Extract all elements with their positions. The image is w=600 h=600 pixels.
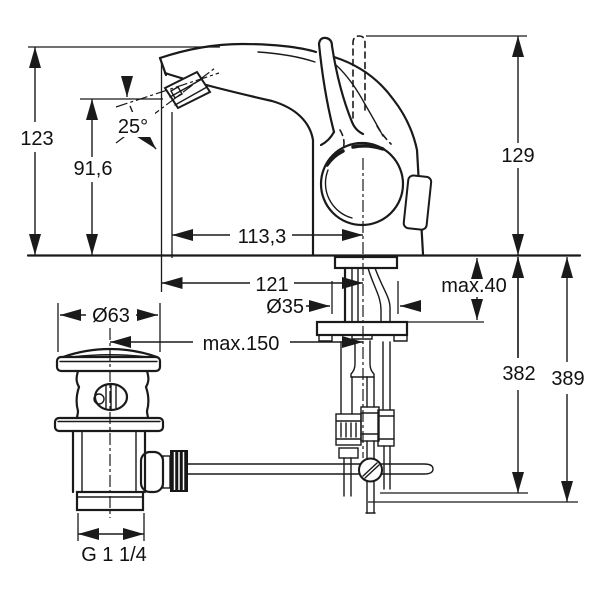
supply-hoses [367,267,382,323]
dim-shank-hole: Ø35 [266,296,304,318]
dimension-annotations: 123 91,6 25° 113,3 129 121 Ø35 [20,35,585,566]
dim-handle-height: 129 [501,145,534,167]
waste-flange [55,355,162,373]
dim-spout-reach: 113,3 [238,226,287,248]
dim-waste-thread: G 1 1/4 [81,544,147,566]
dim-waste-cap: Ø63 [92,305,130,327]
cartridge-circle [319,141,405,227]
dim-rod-drop: 389 [551,368,584,390]
lever-handle [317,36,365,147]
dim-waste-offset: max.150 [203,333,280,355]
dim-outlet-angle: 25° [118,116,148,138]
dim-outlet-height: 91,6 [74,158,113,180]
left-hose [335,341,362,497]
pop-up-rod [360,376,380,514]
lever-handle-alt-position [352,35,366,119]
dim-tip-to-axis: 121 [255,274,288,296]
under-deck-assembly [187,255,434,514]
waste-tailpiece [71,429,147,512]
mounting-bracket [315,320,409,342]
pop-up-waste [53,328,188,518]
waste-screw-detail [93,382,129,412]
rod-connector [139,450,188,494]
waste-cap [61,347,159,359]
escutcheon [333,255,399,270]
dim-deck-thickness: max.40 [441,275,507,297]
faucet-body [158,35,433,458]
popup-rod-housing [350,340,375,378]
rod-joint-screw [358,457,383,483]
right-hose [377,341,395,490]
dim-hose-drop: 382 [502,363,535,385]
dim-overall-height: 123 [20,128,53,150]
side-tab [402,174,433,231]
horizontal-rod [187,463,434,475]
waste-body [75,369,81,420]
